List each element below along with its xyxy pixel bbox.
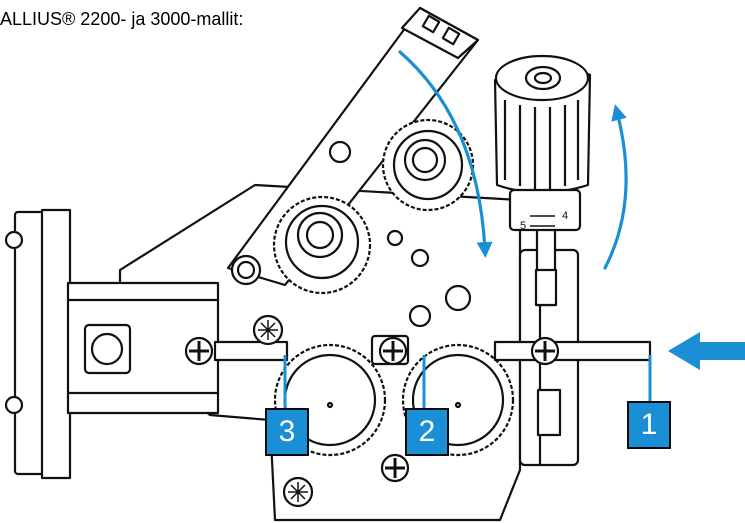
callout-3: 3	[265, 408, 309, 456]
star-screw-lower	[282, 476, 314, 508]
caption-title: ALLIUS® 2200- ja 3000-mallit:	[0, 9, 244, 29]
callout-1: 1	[627, 401, 671, 449]
callout-2: 2	[405, 408, 449, 456]
knob-scale-lower: 5	[520, 220, 526, 232]
knob-tension-arrow	[603, 104, 628, 270]
lever-release-arrow	[398, 50, 493, 258]
wire-insert-arrow	[668, 332, 745, 370]
knob-scale-upper: 4	[562, 210, 568, 222]
screw-right	[530, 336, 560, 366]
screw-center	[378, 336, 408, 366]
star-screw-upper	[252, 314, 284, 346]
screw-bottom	[380, 453, 410, 483]
left-flange	[13, 210, 47, 476]
screw-left	[184, 336, 214, 366]
flange-plate	[40, 208, 72, 480]
